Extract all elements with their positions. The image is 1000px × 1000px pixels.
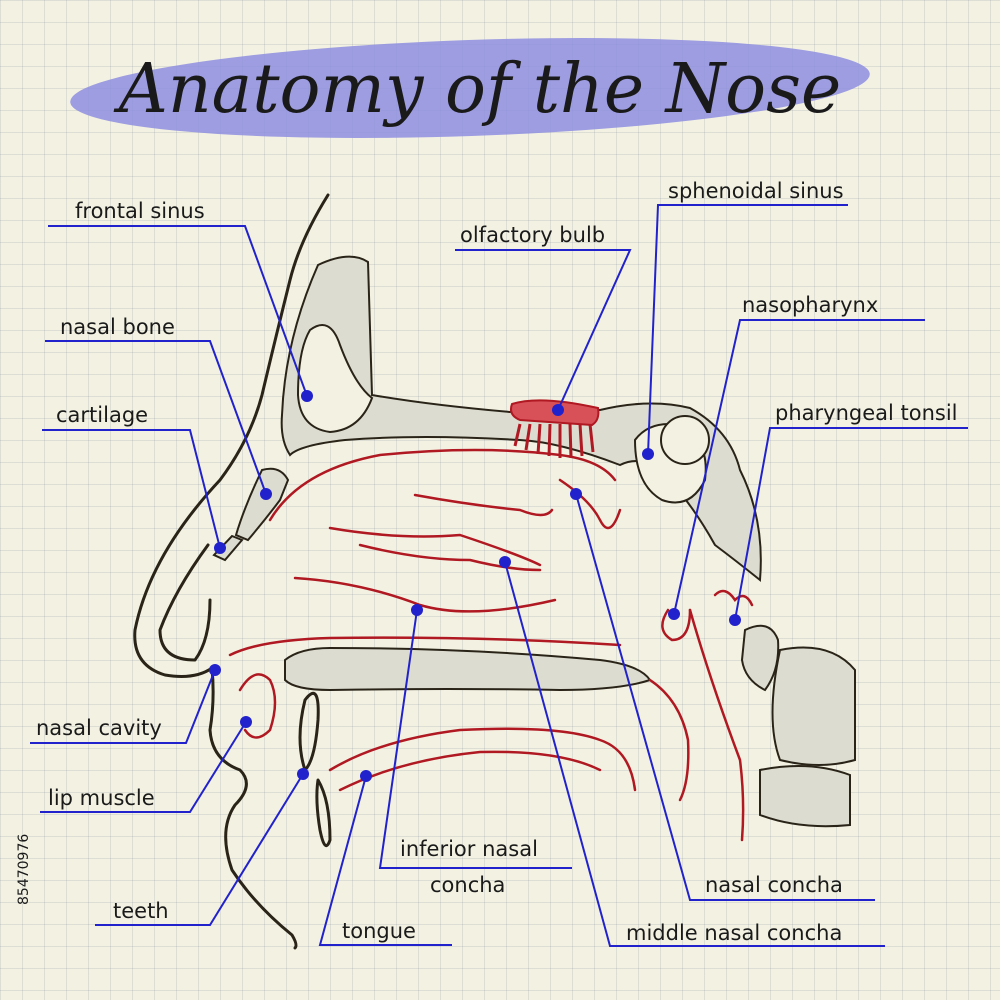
label-sphenoidal-sinus: sphenoidal sinus [642,179,848,460]
side-code: 85470976 [16,834,32,905]
face-profile-outline [133,193,330,950]
middle-concha-upper [328,526,542,567]
label-text-nasal-concha: nasal concha [705,873,843,897]
nose-cross-section [133,193,856,950]
nasal-cavity-lining [268,448,617,522]
diagram-title: Anatomy of the Nose [113,50,842,129]
label-tongue: tongue [318,770,452,946]
label-frontal-sinus: frontal sinus [48,199,313,402]
label-text-nasal-bone: nasal bone [60,315,175,339]
nostril-outline [158,543,212,662]
label-text-olfactory-bulb: olfactory bulb [460,223,605,247]
pharynx-wall [688,608,745,842]
label-text-tongue: tongue [342,919,416,943]
title-highlight-ellipse [70,38,870,138]
label-nasal-cavity: nasal cavity [30,664,221,744]
label-text-sphenoidal-sinus: sphenoidal sinus [668,179,844,203]
cervical-vertebra-upper [740,624,780,692]
label-text-nasopharynx: nasopharynx [742,293,878,317]
label-lip-muscle: lip muscle [40,716,252,813]
frontal-sinus-cavity [296,324,374,434]
label-text-lip-muscle: lip muscle [48,786,155,810]
cervical-vertebra-body [771,646,856,766]
label-text-inferior-nasal-line2: concha [430,873,505,897]
label-inferior-nasal-concha: inferior nasal concha [378,604,572,897]
olfactory-nerve-fibers [513,423,595,459]
upper-tooth [298,691,320,772]
label-middle-nasal-concha: middle nasal concha [499,556,885,947]
tongue-outline-inner [338,750,602,792]
nasal-floor-lining [228,636,622,657]
pharyngeal-tonsil-tissue [713,589,754,607]
hard-palate [284,646,652,692]
label-pharyngeal-tonsil: pharyngeal tonsil [729,401,968,626]
lower-tooth [315,778,332,848]
label-cartilage: cartilage [42,403,226,554]
label-text-cartilage: cartilage [56,403,148,427]
tongue-outline [328,727,637,792]
middle-concha [358,543,542,572]
nasopharynx-curl [661,608,692,642]
label-nasopharynx: nasopharynx [668,293,925,620]
label-nasal-concha: nasal concha [570,488,875,901]
upper-lip-muscle [238,673,277,739]
nasal-bone-plate [234,467,290,542]
label-olfactory-bulb: olfactory bulb [455,223,632,416]
label-text-inferior-nasal-line1: inferior nasal [400,837,538,861]
sphenoid-round-cavity [660,415,710,465]
soft-palate [648,678,690,802]
label-text-nasal-cavity: nasal cavity [36,716,162,740]
label-text-teeth: teeth [113,899,169,923]
inferior-concha [293,576,557,613]
label-text-middle-nasal-concha: middle nasal concha [626,921,842,945]
superior-concha [413,493,554,517]
label-text-pharyngeal-tonsil: pharyngeal tonsil [775,401,958,425]
label-teeth: teeth [95,768,309,926]
cervical-vertebra-lower [759,765,851,828]
label-text-frontal-sinus: frontal sinus [75,199,205,223]
label-nasal-bone: nasal bone [45,315,272,500]
posterior-concha [558,478,622,530]
